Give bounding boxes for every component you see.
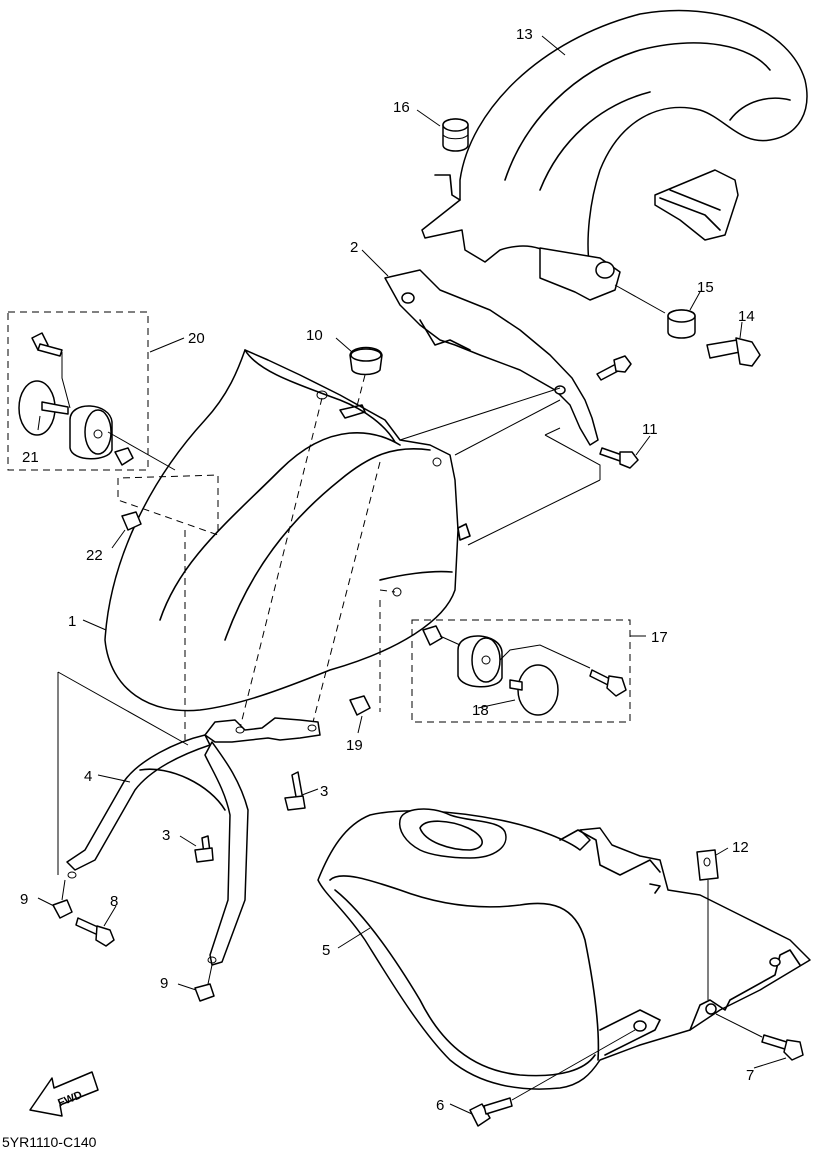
damper-part-20 [69, 405, 113, 460]
assembly-line-13-15 [614, 284, 666, 314]
group-box-17 [411, 619, 631, 723]
callout-19: 19 [346, 737, 363, 754]
bolt-part-17 [589, 669, 627, 697]
nut-part-17 [422, 625, 443, 646]
rear-fender-part-13 [421, 9, 808, 301]
nut-part-22 [121, 511, 142, 531]
collar-part-15 [667, 309, 696, 339]
callout-14: 14 [738, 308, 755, 325]
callout-18: 18 [472, 702, 489, 719]
assembly-line-20 [61, 352, 176, 471]
callout-8: 8 [110, 893, 118, 910]
callout-1: 1 [68, 613, 76, 630]
diagram-code: 5YR1110-C140 [2, 1134, 97, 1150]
damper-part-17 [457, 635, 503, 688]
callout-7: 7 [746, 1067, 754, 1084]
bolt-part-3-upper [284, 771, 306, 811]
group-box-20 [7, 311, 149, 471]
bolt-part-11-lower [599, 447, 639, 469]
bolt-part-11-upper [596, 355, 632, 381]
washer-part-18 [509, 664, 559, 716]
bolt-part-8 [75, 917, 115, 947]
rear-fender-part-5 [317, 808, 811, 1090]
callout-21: 21 [22, 449, 39, 466]
fwd-arrow-icon: FWD [29, 1071, 99, 1117]
assembly-line-17 [439, 635, 591, 669]
callout-2: 2 [350, 239, 358, 256]
callout-22: 22 [86, 547, 103, 564]
callout-6: 6 [436, 1097, 444, 1114]
assembly-line-9 [61, 879, 213, 985]
grommet-part-16 [442, 118, 469, 152]
bolt-part-20 [31, 332, 63, 357]
nut-part-19 [349, 695, 371, 716]
callout-3-lower: 3 [162, 827, 170, 844]
front-fender-part-1 [104, 349, 471, 712]
assembly-line-6 [511, 1029, 636, 1101]
nut-part-9-left [52, 899, 73, 919]
assembly-line-10 [355, 374, 366, 411]
bracket-part-2 [384, 269, 599, 446]
assembly-line-19 [379, 589, 396, 712]
mount-plane-line [399, 387, 601, 546]
callout-13: 13 [516, 26, 533, 43]
callout-11: 11 [642, 421, 658, 438]
callout-16: 16 [393, 99, 410, 116]
assembly-line-fender-stay-1 [239, 397, 323, 729]
callout-17: 17 [651, 629, 668, 646]
assembly-line-7 [715, 1013, 763, 1038]
callout-20: 20 [188, 330, 205, 347]
callout-5: 5 [322, 942, 330, 959]
assembly-line-fender-4 [57, 671, 189, 875]
callout-3-upper: 3 [320, 783, 328, 800]
grommet-part-10 [349, 346, 383, 376]
washer-part-21 [18, 380, 69, 436]
assembly-line-21-22 [117, 474, 219, 536]
nut-part-20 [114, 447, 134, 466]
callout-15: 15 [697, 279, 714, 296]
bolt-part-3-lower [194, 835, 214, 863]
fender-stay-part-4 [66, 717, 321, 966]
callout-9-right: 9 [160, 975, 168, 992]
bolt-part-14 [706, 337, 761, 367]
callout-4: 4 [84, 768, 92, 785]
callout-12: 12 [732, 839, 749, 856]
assembly-line-fender-stay-2 [311, 461, 381, 727]
bolt-part-6 [469, 1097, 513, 1127]
clip-part-12 [696, 849, 719, 881]
callout-9-left: 9 [20, 891, 28, 908]
nut-part-9-right [194, 983, 215, 1002]
callout-leaders [37, 35, 787, 1115]
callout-10: 10 [306, 327, 323, 344]
bolt-part-7 [761, 1034, 804, 1061]
